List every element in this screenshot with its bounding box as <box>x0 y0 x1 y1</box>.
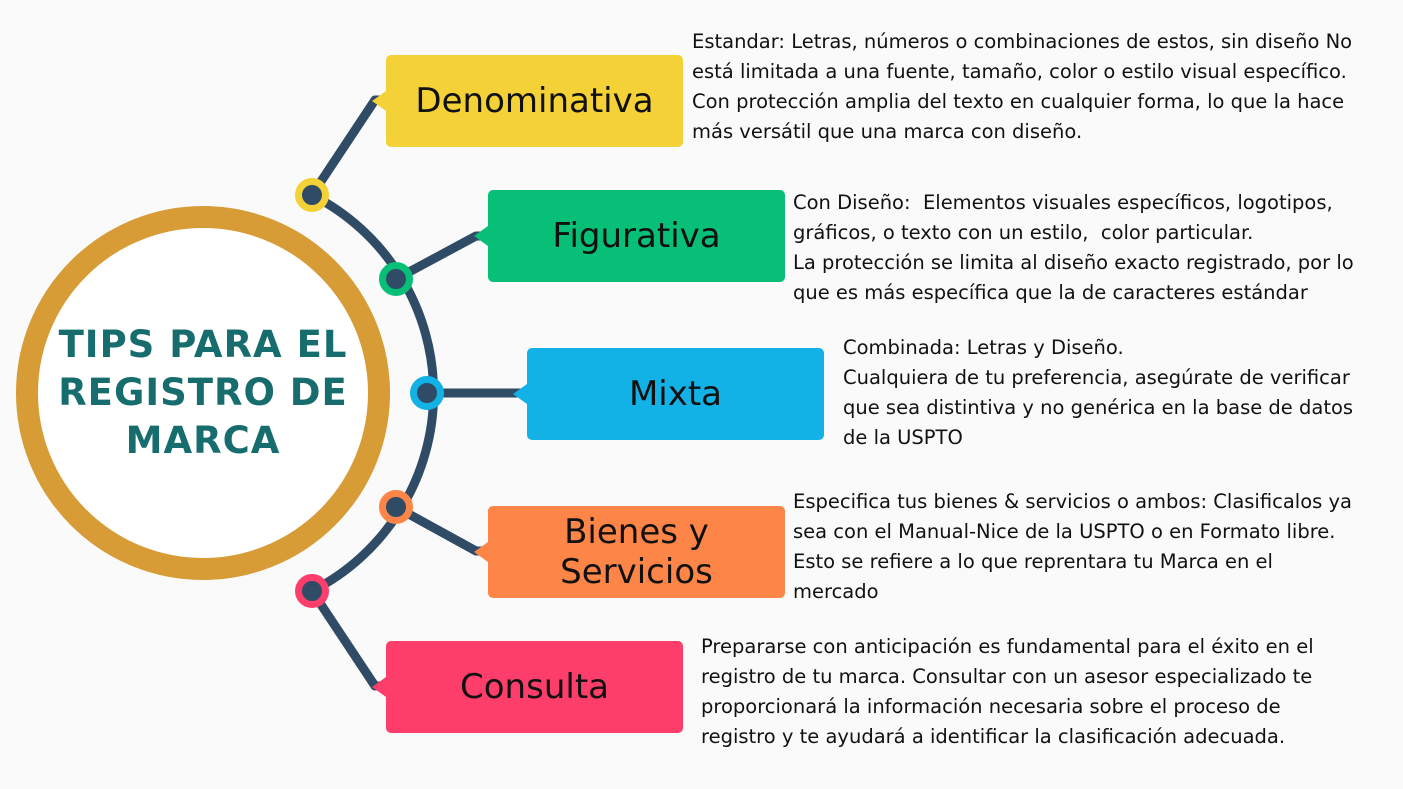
category-box-consulta: Consulta <box>372 641 683 733</box>
category-description-consulta: Prepararse con anticipación es fundament… <box>701 635 1314 748</box>
category-label: Denominativa <box>415 81 654 121</box>
category-description-figurativa: Con Diseño: Elementos visuales específic… <box>793 191 1354 304</box>
box-pointer <box>474 542 488 562</box>
category-label: Consulta <box>460 667 609 707</box>
category-description-denominativa: Estandar: Letras, números o combinacione… <box>692 30 1353 143</box>
node-dot-bienes-y-servicios <box>379 490 413 524</box>
node-dot-consulta <box>295 574 329 608</box>
category-label: Mixta <box>628 374 723 414</box>
category-description-bienes-y-servicios: Especifica tus bienes & servicios o ambo… <box>793 490 1352 603</box>
main-title: TIPS PARA EL REGISTRO DE MARCA <box>58 323 348 462</box>
main-title-circle: TIPS PARA EL REGISTRO DE MARCA <box>16 206 390 580</box>
node-dot-figurativa <box>379 262 413 296</box>
node-dot-denominativa <box>295 178 329 212</box>
connector-denominativa <box>308 95 386 198</box>
box-pointer <box>513 384 527 404</box>
box-pointer <box>372 91 386 111</box>
category-label: Bienes y Servicios <box>560 512 713 592</box>
category-box-denominativa: Denominativa <box>372 55 683 147</box>
category-description-mixta: Combinada: Letras y Diseño. Cualquiera d… <box>843 336 1354 449</box>
box-pointer <box>372 677 386 697</box>
category-box-bienes-y-servicios: Bienes y Servicios <box>474 506 785 598</box>
box-pointer <box>474 226 488 246</box>
category-label: Figurativa <box>552 216 721 256</box>
node-dot-mixta <box>410 376 444 410</box>
connector-consulta <box>308 588 386 691</box>
category-box-figurativa: Figurativa <box>474 190 785 282</box>
category-box-mixta: Mixta <box>513 348 824 440</box>
